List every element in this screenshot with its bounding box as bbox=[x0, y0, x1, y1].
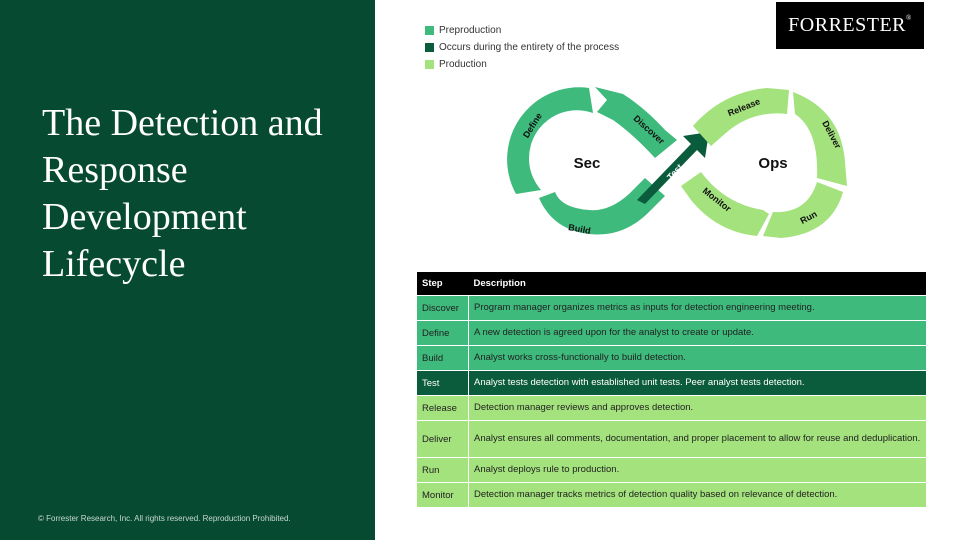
legend-item-production: Production bbox=[425, 56, 619, 73]
legend-item-preproduction: Preproduction bbox=[425, 22, 619, 39]
title-panel: The Detection and Response Development L… bbox=[0, 0, 375, 540]
lifecycle-steps-table: Step Description Discover Program manage… bbox=[417, 272, 926, 507]
segment-release bbox=[693, 88, 789, 146]
step-cell: Test bbox=[417, 370, 469, 396]
step-cell: Define bbox=[417, 320, 469, 346]
description-cell: Analyst works cross-functionally to buil… bbox=[468, 345, 926, 371]
step-column-header: Step bbox=[417, 272, 469, 296]
segment-define bbox=[507, 87, 593, 194]
segment-run bbox=[763, 182, 843, 238]
description-cell: Program manager organizes metrics as inp… bbox=[468, 295, 926, 321]
table-row: Release Detection manager reviews and ap… bbox=[417, 395, 926, 421]
build-label: Build bbox=[568, 222, 592, 236]
step-cell: Discover bbox=[417, 295, 469, 321]
table-row: Build Analyst works cross-functionally t… bbox=[417, 345, 926, 371]
table-row: Define A new detection is agreed upon fo… bbox=[417, 320, 926, 346]
table-row: Discover Program manager organizes metri… bbox=[417, 295, 926, 321]
description-cell: Analyst tests detection with established… bbox=[468, 370, 926, 396]
segment-monitor bbox=[681, 172, 769, 236]
legend-swatch-preproduction bbox=[425, 26, 434, 35]
table-row: Deliver Analyst ensures all comments, do… bbox=[417, 420, 926, 458]
step-cell: Monitor bbox=[417, 482, 469, 507]
legend-label: Preproduction bbox=[439, 25, 502, 36]
step-cell: Run bbox=[417, 457, 469, 483]
step-cell: Release bbox=[417, 395, 469, 421]
legend-label: Production bbox=[439, 59, 487, 70]
description-cell: Detection manager reviews and approves d… bbox=[468, 395, 926, 421]
step-cell: Deliver bbox=[417, 420, 469, 458]
legend-swatch-production bbox=[425, 60, 434, 69]
table-row: Run Analyst deploys rule to production. bbox=[417, 457, 926, 483]
legend-item-entirety: Occurs during the entirety of the proces… bbox=[425, 39, 619, 56]
table-row: Monitor Detection manager tracks metrics… bbox=[417, 482, 926, 507]
segment-build bbox=[539, 178, 665, 235]
sec-label: Sec bbox=[574, 155, 601, 172]
table-header-row: Step Description bbox=[417, 272, 926, 296]
ops-label: Ops bbox=[758, 155, 787, 172]
segment-discover bbox=[595, 87, 677, 158]
copyright-notice: © Forrester Research, Inc. All rights re… bbox=[38, 514, 291, 523]
forrester-logo: FORRESTER® bbox=[776, 2, 924, 49]
description-cell: Analyst ensures all comments, documentat… bbox=[468, 420, 926, 458]
legend: Preproduction Occurs during the entirety… bbox=[425, 22, 619, 73]
segment-deliver bbox=[793, 92, 847, 186]
legend-swatch-entirety bbox=[425, 43, 434, 52]
description-column-header: Description bbox=[468, 272, 926, 296]
segment-test bbox=[637, 132, 709, 204]
legend-label: Occurs during the entirety of the proces… bbox=[439, 42, 620, 53]
slide-title: The Detection and Response Development L… bbox=[42, 102, 323, 285]
logo-text: FORRESTER® bbox=[788, 14, 912, 36]
description-cell: Detection manager tracks metrics of dete… bbox=[468, 482, 926, 507]
table-row: Test Analyst tests detection with establ… bbox=[417, 370, 926, 396]
description-cell: Analyst deploys rule to production. bbox=[468, 457, 926, 483]
step-cell: Build bbox=[417, 345, 469, 371]
description-cell: A new detection is agreed upon for the a… bbox=[468, 320, 926, 346]
secops-infinity-diagram: Sec Ops Define Discover Build Test Relea… bbox=[507, 87, 847, 238]
